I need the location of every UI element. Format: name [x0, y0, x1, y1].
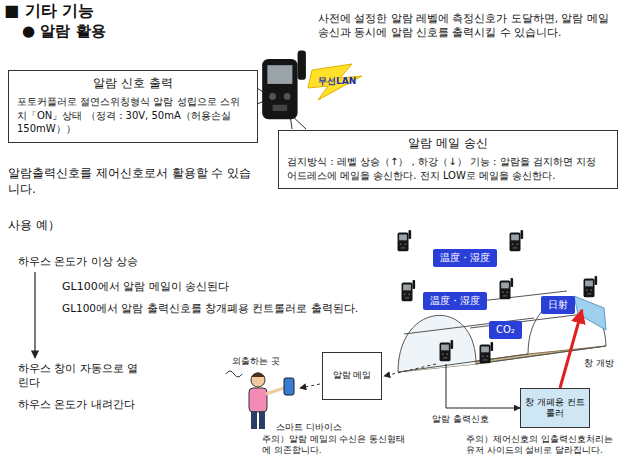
body-text: 사용 예） [8, 218, 60, 234]
signal-wire [446, 364, 520, 408]
logger-device [440, 340, 454, 361]
node-label: 日射 [548, 298, 568, 312]
signal-label: 알람 출력신호 [432, 414, 489, 426]
slide-title: ■ 기타 기능 [4, 1, 94, 22]
logger-device [584, 276, 598, 297]
logger-device [398, 230, 412, 251]
flow-step: 하우스 창이 자동으로 열린다 [18, 362, 148, 391]
body-text: 알람출력신호를 제어신호로서 활용할 수 있습니다. [8, 166, 258, 197]
callout-heading: 알람 메일 송신 [287, 135, 609, 151]
node-label: CO₂ [496, 323, 515, 337]
window-label: 창 개방 [584, 358, 614, 370]
callout-box: 알람 신호 출력포토커플러로 절연스위칭형식 알람 성립으로 스위치「ON」상태… [8, 70, 258, 143]
logger-device [500, 278, 514, 299]
node-label: 温度・湿度 [430, 294, 480, 308]
sensor-tag: 日射 [541, 296, 575, 314]
logger-device [402, 280, 416, 301]
wireless-bolt [308, 64, 362, 100]
open-arrow [560, 310, 582, 388]
note-text: 주의）알람 메일의 수신은 통신형태에 의존합니다. [262, 434, 412, 456]
node-label: 알람 메일 [333, 370, 372, 381]
callout-heading: 알람 신호 출력 [17, 75, 249, 91]
note-text: 주의）제어신호의 입출력신호처리는 유저 사이드의 설비로 달라집니다. [466, 434, 618, 456]
device-label: 스마트 디바이스 [276, 422, 342, 434]
logger-device [262, 51, 306, 120]
logger-device [510, 230, 524, 251]
person [226, 371, 294, 429]
sensor-tag: 温度・湿度 [423, 292, 487, 310]
mail-arrow [300, 384, 320, 388]
sensor-tag: 温度・湿度 [433, 249, 497, 267]
flow-step: 하우스 온도가 이상 상승 [18, 255, 139, 269]
wireless-label: 무선LAN [318, 76, 356, 88]
mail-box: 알람 메일 [322, 352, 382, 400]
callout-box: 알람 메일 송신검지방식 : 레벨 상승（↑），하강（↓） 기능 : 알람을 검… [278, 130, 618, 189]
mail-arrow [384, 364, 436, 376]
section-heading: ● 알람 활용 [22, 22, 106, 42]
flow-arrow [34, 272, 35, 358]
place-label: 외출하는 곳 [232, 356, 280, 368]
intro-text: 사전에 설정한 알람 레벨에 측정신호가 도달하면, 알람 메일 송신과 동시에… [318, 12, 618, 39]
flow-step: 하우스 온도가 내려간다 [18, 398, 135, 412]
logger-device [480, 342, 494, 363]
callout-body: 포토커플러로 절연스위칭형식 알람 성립으로 스위치「ON」상태 （정격：30V… [17, 95, 249, 136]
callout-body: 검지방식 : 레벨 상승（↑），하강（↓） 기능 : 알람을 검지하면 지정 어… [287, 155, 609, 182]
sensor-tag: CO₂ [489, 321, 522, 339]
controller-box: 창 개폐용 컨트롤러 [520, 388, 590, 428]
node-label: 창 개폐용 컨트롤러 [524, 397, 586, 420]
node-label: 温度・湿度 [440, 251, 490, 265]
flow-step: GL100에서 알람 메일이 송신된다 [62, 280, 229, 294]
flow-step: GL100에서 알람 출력신호를 창개폐용 컨트롤러로 출력된다. [62, 302, 397, 316]
